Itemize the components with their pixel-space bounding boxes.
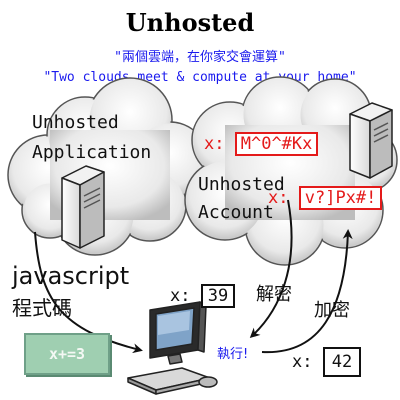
local-value-in-box: 39 [200,284,236,308]
right-server-icon [349,102,393,179]
encrypt-arrow [261,229,353,354]
page-title: Unhosted [125,8,255,37]
left-cloud-label-line1: Unhosted [32,112,119,133]
right-cloud-label-line2: Account [198,202,274,223]
encrypted-data-2-prefix: x: [268,188,289,208]
encrypt-label: 加密 [314,300,350,321]
computer-icon [127,301,218,395]
left-cloud-label-line2: Application [32,142,152,163]
execute-label: 執行! [217,347,249,362]
right-cloud-label-line1: Unhosted [198,174,285,195]
encrypted-data-1: x: M^0^#Kx [204,132,319,156]
decrypt-arrow [249,199,293,339]
local-value-out: x: 42 [292,347,362,377]
encrypted-data-2-value: v?]Px#! [298,186,383,210]
encrypted-data-1-value: M^0^#Kx [234,132,319,156]
code-snippet: x+=3 [24,333,110,375]
local-value-out-box: 42 [322,347,362,377]
local-value-in-prefix: x: [170,286,191,306]
local-value-out-prefix: x: [292,352,313,372]
local-value-in: x: 39 [170,284,236,308]
javascript-download-arrow [34,231,143,354]
left-server-icon [61,165,105,249]
subtitle-chinese: "兩個雲端，在你家交會運算" [114,50,286,65]
encrypted-data-2: x: v?]Px#! [268,186,383,210]
javascript-label: javascript [12,262,130,290]
javascript-cn-label: 程式碼 [12,296,72,320]
decrypt-label: 解密 [256,284,292,305]
encrypted-data-1-prefix: x: [204,134,225,154]
